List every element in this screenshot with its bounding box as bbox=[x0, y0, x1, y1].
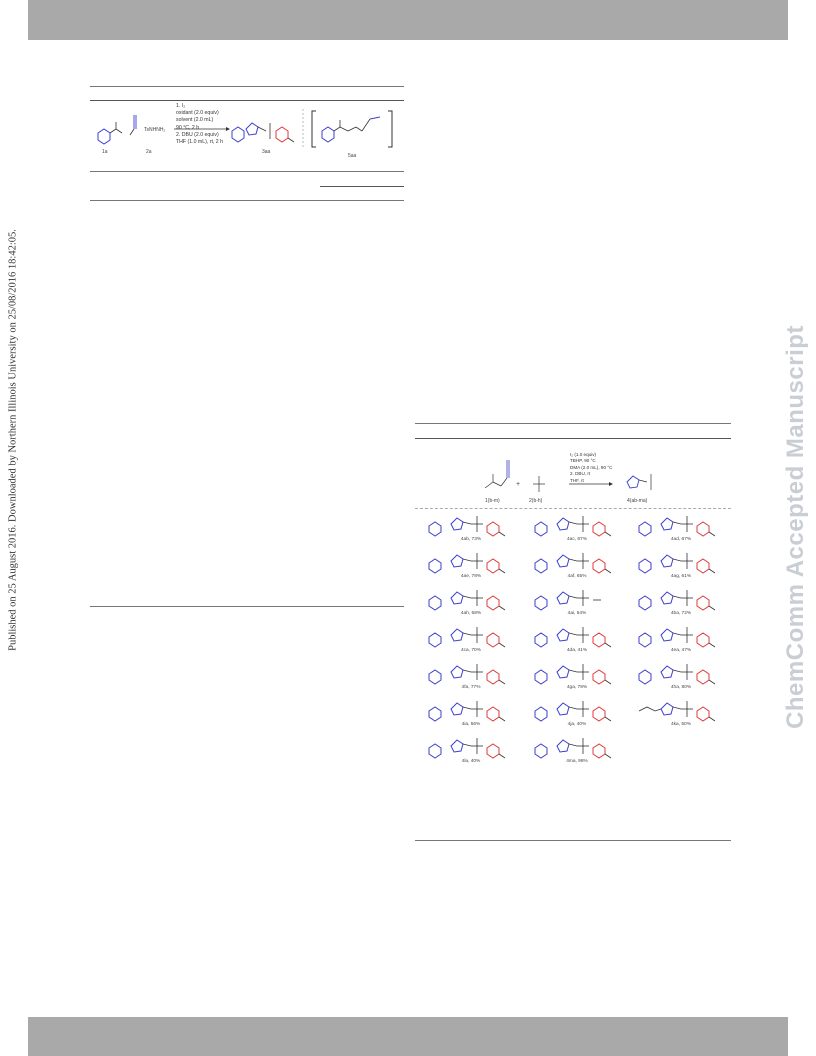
table1-bottom-rule bbox=[90, 200, 404, 201]
compound-3: 4ad, 67% bbox=[631, 510, 731, 548]
compound-label-1bm: 1(b-m) bbox=[485, 498, 500, 504]
compound-structure bbox=[534, 738, 612, 759]
compound-structure bbox=[428, 627, 506, 648]
table2-top-rule bbox=[415, 423, 731, 424]
compound-20: 4ma, 98% bbox=[527, 732, 627, 770]
compound-2: 4ac, 67% bbox=[527, 510, 627, 548]
header-bar bbox=[28, 0, 788, 40]
compound-structure bbox=[534, 701, 612, 722]
compound-structure bbox=[428, 553, 506, 574]
compound-4: 4ae, 78% bbox=[421, 547, 521, 585]
compound-label: 4ja, 40% bbox=[567, 722, 587, 727]
compound-label-2a: 2a bbox=[146, 149, 152, 155]
table1-rule bbox=[90, 171, 404, 172]
compound-label-1a: 1a bbox=[102, 149, 108, 155]
compound-15: 4ha, 80% bbox=[631, 658, 731, 696]
compound-structure bbox=[428, 701, 506, 722]
compound-label: 4ba, 72% bbox=[670, 611, 692, 616]
general-conditions: I₂ (1.0 equiv) TBHP, 90 °C DMA (2.0 mL),… bbox=[570, 452, 613, 483]
compound-structure bbox=[534, 664, 612, 685]
compound-18: 4ka, 50% bbox=[631, 695, 731, 733]
compound-label: 4ae, 78% bbox=[460, 574, 482, 579]
general-reaction-structures bbox=[484, 460, 652, 492]
compound-12: 4ea, 47% bbox=[631, 621, 731, 659]
compound-11: 4da, 41% bbox=[527, 621, 627, 659]
compound-structure bbox=[428, 664, 506, 685]
compound-16: 4ia, 56% bbox=[421, 695, 521, 733]
compound-structure bbox=[534, 553, 612, 574]
compound-label: 4ag, 61% bbox=[670, 574, 692, 579]
compound-structure bbox=[428, 738, 506, 759]
table2-header-rule bbox=[415, 438, 731, 439]
scheme-divider bbox=[415, 508, 731, 509]
compound-7: 4ah, 58% bbox=[421, 584, 521, 622]
compound-8: 4ai, 54% bbox=[527, 584, 627, 622]
compound-label: 4la, 40% bbox=[461, 759, 481, 764]
compound-structure bbox=[638, 701, 716, 722]
compound-structure bbox=[638, 664, 716, 685]
compound-label: 4af, 65% bbox=[567, 574, 587, 579]
compound-label: 4ea, 47% bbox=[670, 648, 692, 653]
table1-header-rule bbox=[90, 100, 404, 101]
compound-label: 4ah, 58% bbox=[460, 611, 482, 616]
watermark-text: ChemComm Accepted Manuscript bbox=[782, 325, 809, 729]
compound-10: 4ca, 70% bbox=[421, 621, 521, 659]
compound-structure bbox=[428, 516, 506, 537]
table2-bottom-rule bbox=[415, 840, 731, 841]
accepted-manuscript-watermark: ChemComm Accepted Manuscript bbox=[776, 0, 816, 1056]
compound-structure bbox=[428, 590, 506, 611]
compound-structure bbox=[638, 516, 716, 537]
compound-14: 4ga, 78% bbox=[527, 658, 627, 696]
reagent-label: TsNHNH₂ bbox=[144, 127, 166, 133]
compound-label: 4da, 41% bbox=[566, 648, 588, 653]
plus-sign: + bbox=[516, 481, 521, 488]
reaction-scheme-1: 1a 2a TsNHNH₂ 3aa 5aa 1. I₂ oxidant (2.0… bbox=[90, 103, 404, 165]
reaction-conditions: 1. I₂ oxidant (2.0 equiv) solvent (2.0 m… bbox=[176, 103, 223, 146]
compound-label: 4ad, 67% bbox=[670, 537, 692, 542]
compound-structure bbox=[534, 627, 612, 648]
compound-13: 4fa, 77% bbox=[421, 658, 521, 696]
compound-label-4abma: 4(ab-ma) bbox=[627, 498, 648, 504]
compound-structure bbox=[638, 553, 716, 574]
table1-footer-rule bbox=[90, 606, 404, 607]
compound-label: 4ka, 50% bbox=[670, 722, 691, 727]
compound-1: 4ab, 73% bbox=[421, 510, 521, 548]
publication-notice-text: Published on 25 August 2016. Downloaded … bbox=[7, 229, 19, 651]
compound-label-3aa: 3aa bbox=[262, 149, 271, 155]
compound-label: 4ab, 73% bbox=[460, 537, 482, 542]
general-reaction: 1(b-m) + 2(b-h) 4(ab-ma) I₂ (1.0 equiv) … bbox=[415, 448, 731, 508]
compound-17: 4ja, 40% bbox=[527, 695, 627, 733]
compound-label: 4ia, 56% bbox=[461, 722, 481, 727]
compound-label-2bh: 2(b-h) bbox=[529, 498, 543, 504]
compound-19: 4la, 40% bbox=[421, 732, 521, 770]
compound-9: 4ba, 72% bbox=[631, 584, 731, 622]
compound-label: 4ha, 80% bbox=[670, 685, 692, 690]
compound-structure bbox=[638, 590, 716, 611]
compound-label: 4ca, 70% bbox=[460, 648, 481, 653]
table1-top-rule bbox=[90, 86, 404, 87]
compound-structure bbox=[638, 627, 716, 648]
substrate-scope-scheme: 1(b-m) + 2(b-h) 4(ab-ma) I₂ (1.0 equiv) … bbox=[415, 448, 731, 840]
compound-label: 4ma, 98% bbox=[566, 759, 588, 764]
publication-notice: Published on 25 August 2016. Downloaded … bbox=[0, 0, 26, 1056]
compound-label: 4ai, 54% bbox=[567, 611, 587, 616]
compound-structure bbox=[534, 590, 601, 611]
compound-5: 4af, 65% bbox=[527, 547, 627, 585]
footer-bar bbox=[28, 1017, 788, 1056]
compound-label-5aa: 5aa bbox=[348, 153, 357, 159]
compound-label: 4ac, 67% bbox=[566, 537, 587, 542]
scheme1-structures bbox=[97, 109, 393, 148]
table1-subheader-rule bbox=[320, 186, 404, 187]
compound-label: 4fa, 77% bbox=[461, 685, 481, 690]
compound-6: 4ag, 61% bbox=[631, 547, 731, 585]
compound-structure bbox=[534, 516, 612, 537]
compound-label: 4ga, 78% bbox=[566, 685, 588, 690]
